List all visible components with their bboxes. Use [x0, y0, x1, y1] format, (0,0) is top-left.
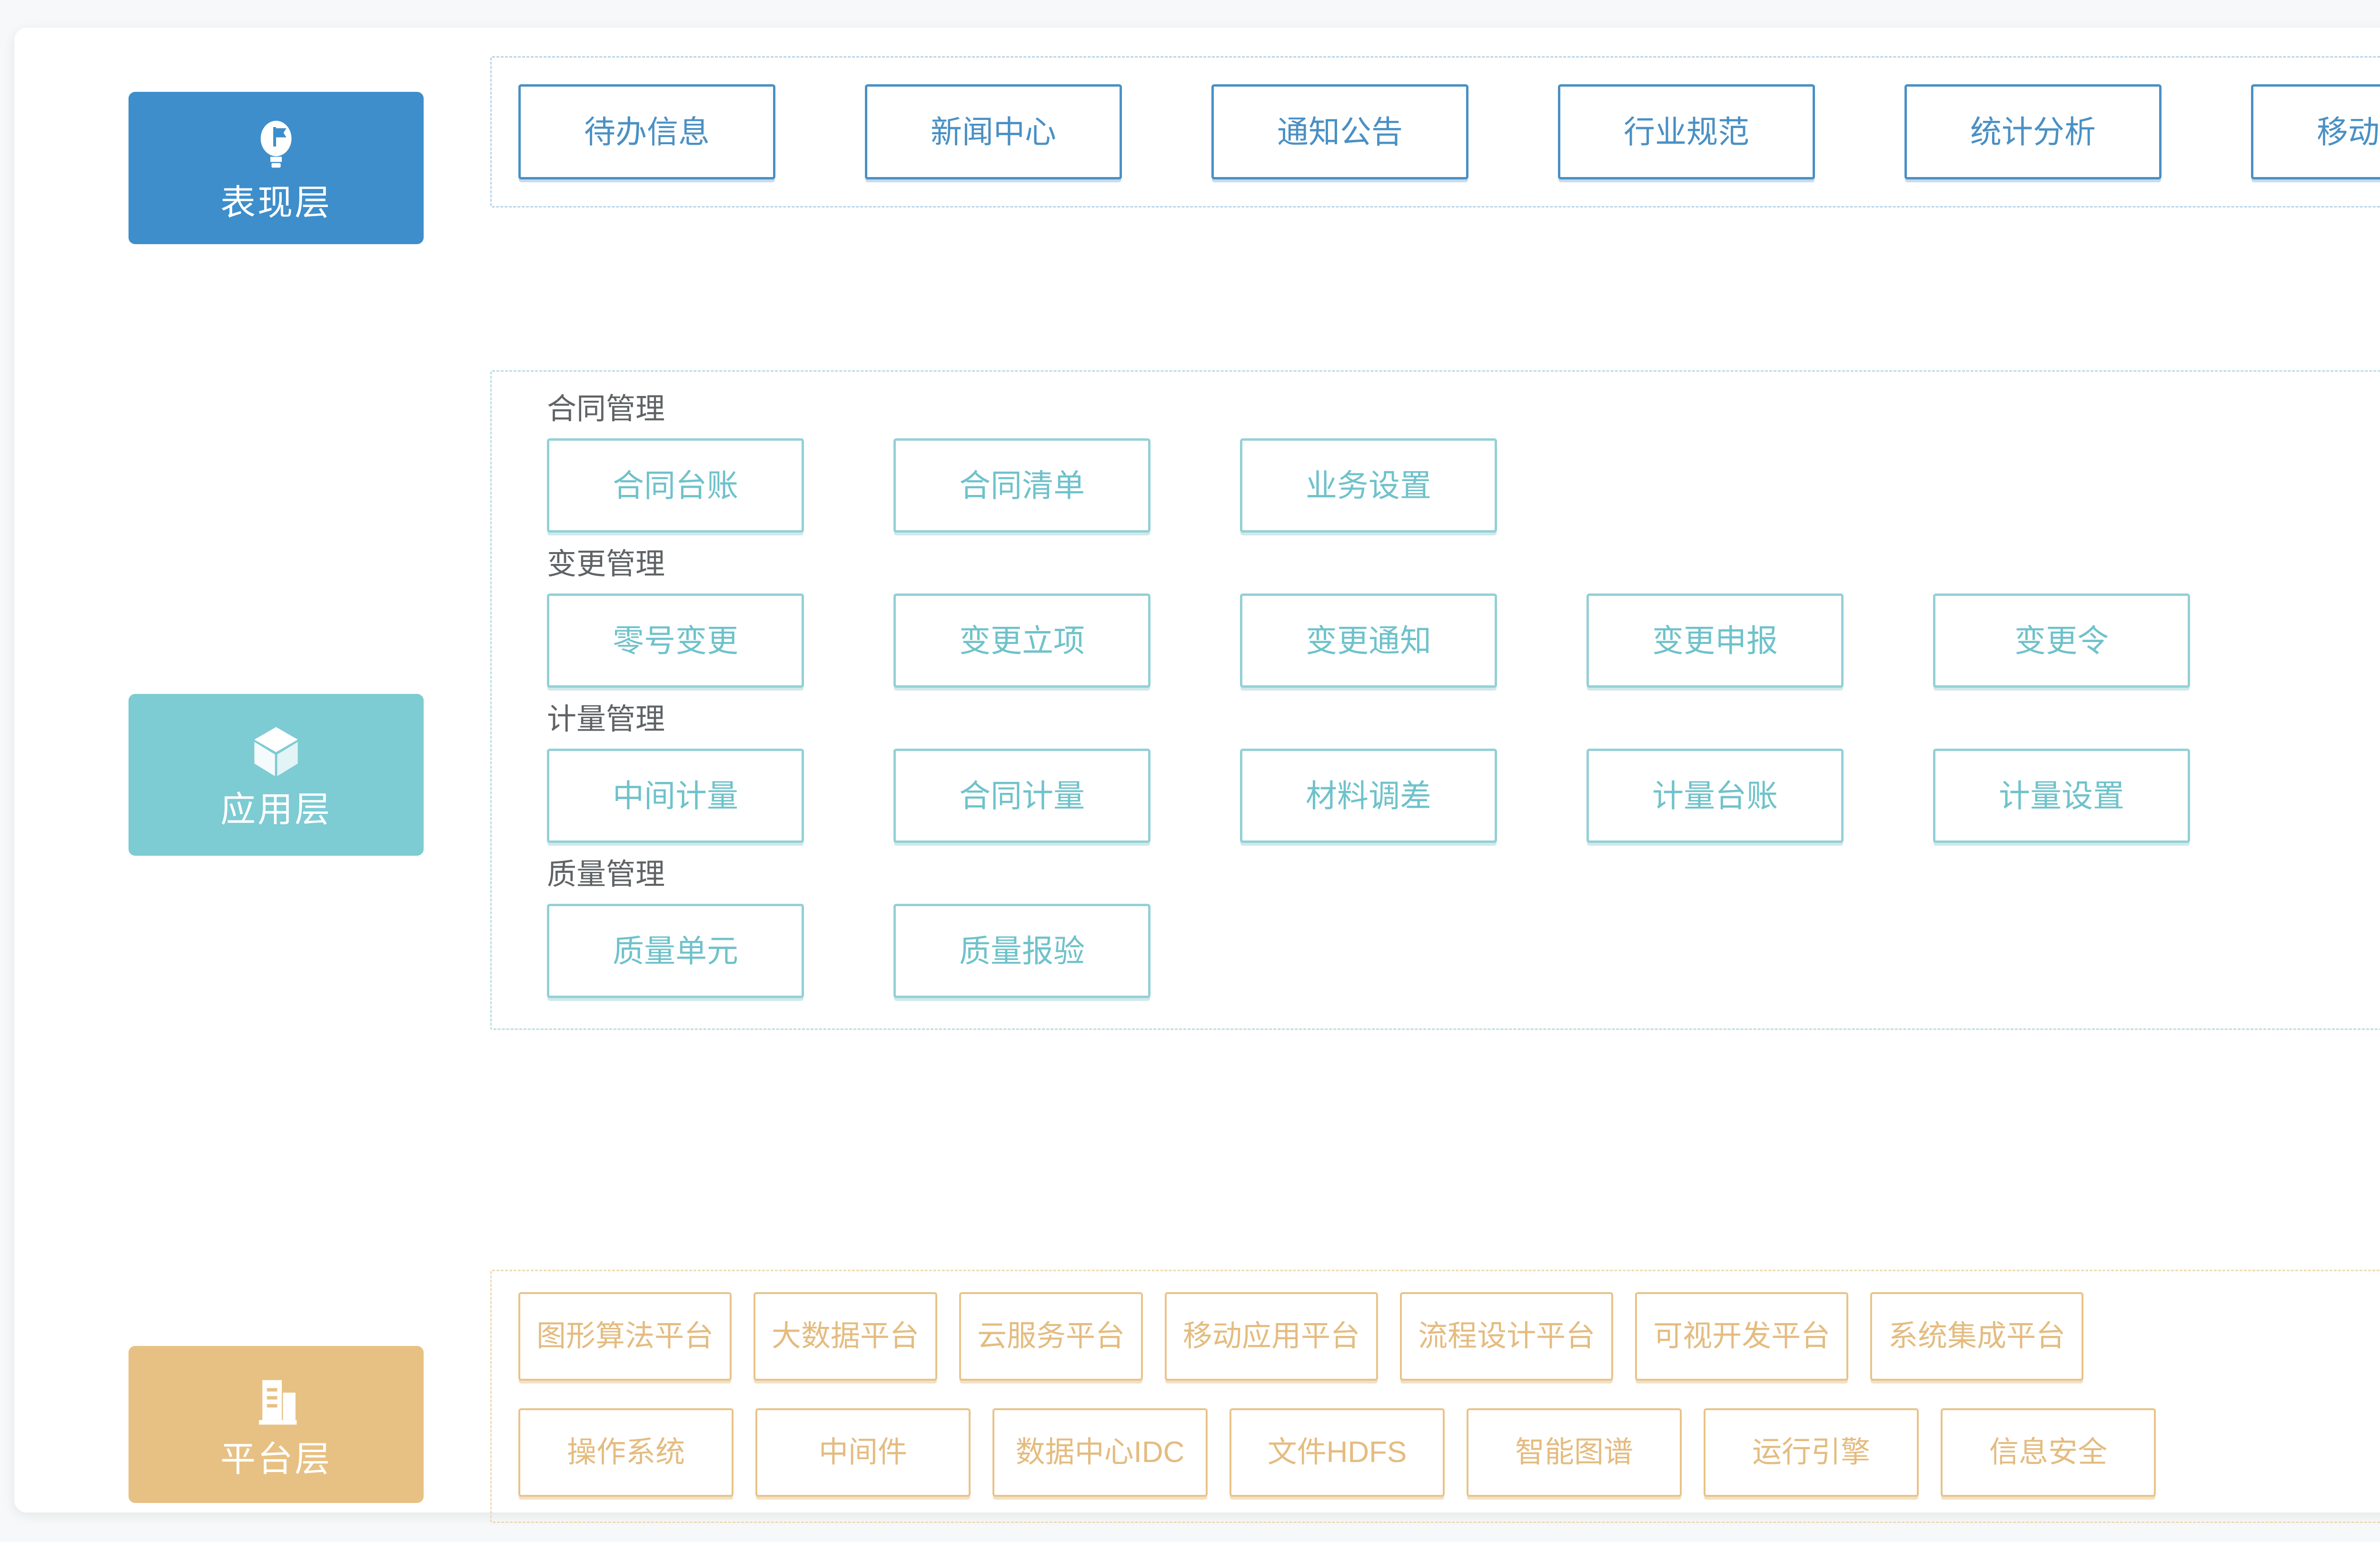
platform-chip[interactable]: 文件HDFS — [1230, 1408, 1445, 1497]
group-title: 合同管理 — [547, 393, 665, 425]
application-layer-row: 应用层 合同管理 合同台账 合同清单 业务设置 — [129, 370, 2380, 1179]
application-chip[interactable]: 合同清单 — [893, 438, 1150, 533]
presentation-layer-row: 表现层 待办信息 新闻中心 通知公告 行业规范 统计分析 移动应用 — [129, 56, 2380, 280]
lightbulb-flag-icon — [248, 116, 305, 173]
application-group: 合同管理 合同台账 合同清单 业务设置 — [518, 395, 2380, 533]
application-chip-row: 合同台账 合同清单 业务设置 — [547, 438, 2380, 533]
application-layer-badge[interactable]: 应用层 — [129, 694, 424, 856]
application-group: 质量管理 质量单元 质量报验 — [518, 860, 2380, 998]
platform-chip[interactable]: 系统集成平台 — [1870, 1292, 2084, 1381]
application-chip[interactable]: 合同计量 — [893, 749, 1150, 843]
presentation-chip[interactable]: 行业规范 — [1558, 84, 1815, 179]
application-chip[interactable]: 质量报验 — [893, 904, 1150, 998]
row-spacer — [129, 280, 2380, 370]
group-title: 变更管理 — [547, 548, 665, 581]
application-chip[interactable]: 零号变更 — [547, 593, 804, 688]
diagram-card: 表现层 待办信息 新闻中心 通知公告 行业规范 统计分析 移动应用 — [14, 28, 2380, 1523]
presentation-layer-badge[interactable]: 表现层 — [129, 92, 424, 244]
application-chip-row: 中间计量 合同计量 材料调差 计量台账 计量设置 — [547, 749, 2380, 843]
application-chip[interactable]: 业务设置 — [1240, 438, 1497, 533]
platform-chip[interactable]: 移动应用平台 — [1165, 1292, 1378, 1381]
presentation-chip[interactable]: 移动应用 — [2251, 84, 2380, 179]
platform-panel: 图形算法平台 大数据平台 云服务平台 移动应用平台 流程设计平台 可视开发平台 … — [490, 1270, 2380, 1523]
application-chip[interactable]: 合同台账 — [547, 438, 804, 533]
application-chip-row: 质量单元 质量报验 — [547, 904, 2380, 998]
platform-chip[interactable]: 云服务平台 — [959, 1292, 1143, 1381]
group-title: 计量管理 — [547, 703, 665, 736]
platform-chip[interactable]: 大数据平台 — [754, 1292, 938, 1381]
presentation-chip-row: 待办信息 新闻中心 通知公告 行业规范 统计分析 移动应用 — [518, 84, 2380, 179]
application-chip[interactable]: 变更申报 — [1587, 593, 1844, 688]
platform-chip[interactable]: 运行引擎 — [1704, 1408, 1919, 1497]
platform-chip-row: 操作系统 中间件 数据中心IDC 文件HDFS 智能图谱 运行引擎 信息安全 — [518, 1408, 2380, 1497]
platform-chip[interactable]: 数据中心IDC — [992, 1408, 1208, 1497]
application-group: 计量管理 中间计量 合同计量 材料调差 计量台账 计量设置 — [518, 705, 2380, 843]
application-chip[interactable]: 材料调差 — [1240, 749, 1497, 843]
platform-chip[interactable]: 中间件 — [755, 1408, 971, 1497]
application-chip-row: 零号变更 变更立项 变更通知 变更申报 变更令 — [547, 593, 2380, 688]
application-chip[interactable]: 计量台账 — [1587, 749, 1844, 843]
application-group: 变更管理 零号变更 变更立项 变更通知 变更申报 变更令 — [518, 550, 2380, 688]
platform-chip-row: 图形算法平台 大数据平台 云服务平台 移动应用平台 流程设计平台 可视开发平台 … — [518, 1292, 2380, 1381]
platform-chip[interactable]: 智能图谱 — [1467, 1408, 1682, 1497]
layers-container: 表现层 待办信息 新闻中心 通知公告 行业规范 统计分析 移动应用 — [14, 28, 2380, 1523]
row-spacer — [129, 1179, 2380, 1270]
platform-chip[interactable]: 图形算法平台 — [518, 1292, 732, 1381]
group-title: 质量管理 — [547, 858, 665, 891]
application-layer-label: 应用层 — [220, 790, 332, 829]
application-chip[interactable]: 变更令 — [1933, 593, 2190, 688]
application-chip[interactable]: 变更通知 — [1240, 593, 1497, 688]
presentation-panel: 待办信息 新闻中心 通知公告 行业规范 统计分析 移动应用 — [490, 56, 2380, 208]
presentation-chip[interactable]: 通知公告 — [1211, 84, 1468, 179]
application-panel: 合同管理 合同台账 合同清单 业务设置 变更管理 零号变更 变更立项 — [490, 370, 2380, 1030]
platform-layer-label: 平台层 — [220, 1439, 332, 1479]
platform-layer-row: 平台层 图形算法平台 大数据平台 云服务平台 移动应用平台 流程设计平台 可视开… — [129, 1270, 2380, 1542]
presentation-chip[interactable]: 统计分析 — [1904, 84, 2162, 179]
platform-chip[interactable]: 可视开发平台 — [1635, 1292, 1849, 1381]
platform-chip[interactable]: 信息安全 — [1941, 1408, 2156, 1497]
application-chip[interactable]: 变更立项 — [893, 593, 1150, 688]
buildings-icon — [248, 1372, 305, 1429]
cube-icon — [248, 722, 305, 780]
platform-chip[interactable]: 操作系统 — [518, 1408, 734, 1497]
presentation-chip[interactable]: 待办信息 — [518, 84, 775, 179]
application-chip[interactable]: 质量单元 — [547, 904, 804, 998]
platform-chip[interactable]: 流程设计平台 — [1400, 1292, 1614, 1381]
application-chip[interactable]: 计量设置 — [1933, 749, 2190, 843]
application-chip[interactable]: 中间计量 — [547, 749, 804, 843]
platform-layer-badge[interactable]: 平台层 — [129, 1346, 424, 1503]
presentation-layer-label: 表现层 — [220, 183, 332, 222]
presentation-chip[interactable]: 新闻中心 — [865, 84, 1122, 179]
